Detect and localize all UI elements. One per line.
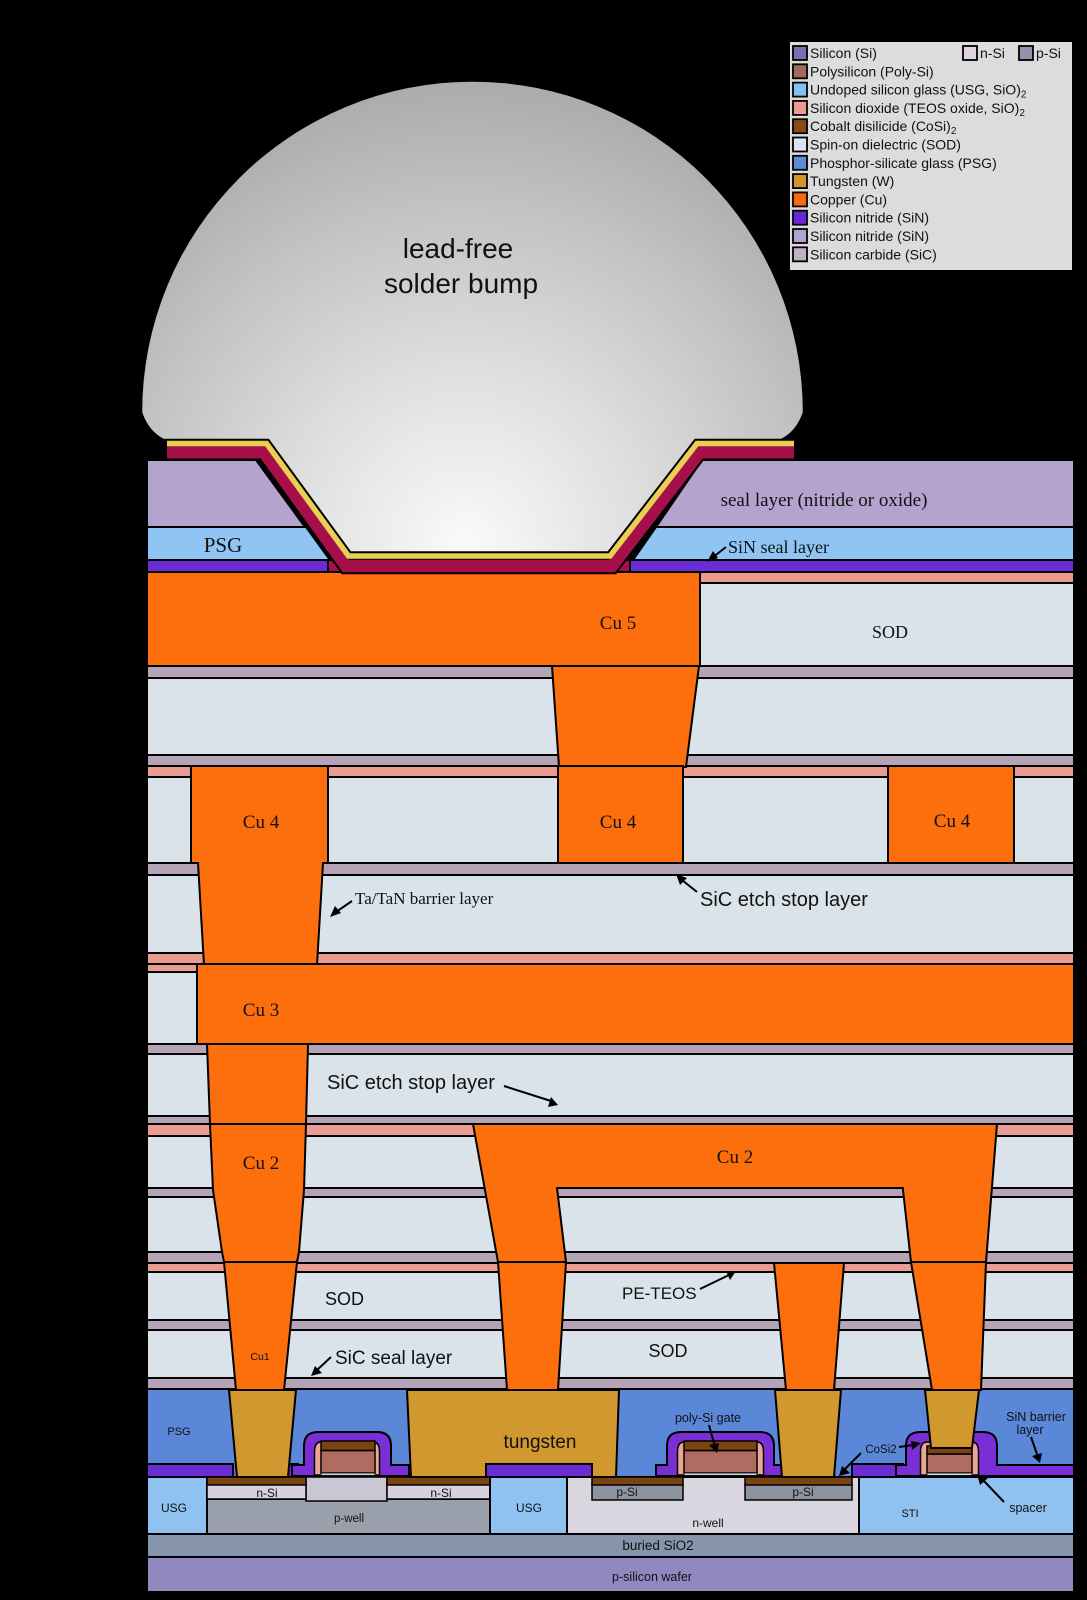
svg-text:p-well: p-well <box>334 1513 364 1525</box>
svg-text:n-well: n-well <box>692 1516 723 1530</box>
svg-text:SOD: SOD <box>648 1341 687 1361</box>
svg-text:SiC etch stop layer: SiC etch stop layer <box>700 889 868 911</box>
svg-text:Cobalt disilicide (CoSi)2: Cobalt disilicide (CoSi)2 <box>810 118 957 137</box>
svg-text:n-Si: n-Si <box>256 1486 277 1500</box>
svg-text:CoSi2: CoSi2 <box>865 1444 896 1456</box>
svg-text:STI: STI <box>901 1508 918 1520</box>
svg-text:Cu1: Cu1 <box>250 1351 269 1363</box>
svg-text:layer: layer <box>1016 1423 1043 1437</box>
svg-text:PE-TEOS: PE-TEOS <box>622 1284 697 1303</box>
svg-text:n-Si: n-Si <box>980 45 1005 61</box>
svg-text:PSG: PSG <box>167 1426 190 1438</box>
svg-text:buried SiO2: buried SiO2 <box>622 1538 693 1553</box>
svg-text:SOD: SOD <box>872 622 908 642</box>
svg-text:solder bump: solder bump <box>384 268 538 299</box>
svg-text:seal layer (nitride or oxide): seal layer (nitride or oxide) <box>721 490 928 511</box>
svg-text:SiC seal layer: SiC seal layer <box>335 1348 453 1369</box>
svg-text:tungsten: tungsten <box>504 1432 577 1453</box>
svg-text:p-Si: p-Si <box>616 1485 637 1499</box>
svg-text:SOD: SOD <box>325 1289 364 1309</box>
svg-text:Silicon (Si): Silicon (Si) <box>810 45 877 61</box>
svg-text:Cu 5: Cu 5 <box>600 613 636 634</box>
svg-text:Tungsten (W): Tungsten (W) <box>810 173 894 189</box>
svg-text:SiN seal layer: SiN seal layer <box>728 537 829 557</box>
svg-text:Cu 2: Cu 2 <box>717 1147 753 1168</box>
svg-text:SiC etch stop layer: SiC etch stop layer <box>327 1072 495 1094</box>
svg-text:Silicon nitride (SiN): Silicon nitride (SiN) <box>810 228 929 244</box>
svg-text:Cu 4: Cu 4 <box>243 812 280 833</box>
svg-text:SiN barrier: SiN barrier <box>1006 1410 1066 1424</box>
svg-text:PSG: PSG <box>204 533 243 557</box>
svg-text:Silicon carbide (SiC): Silicon carbide (SiC) <box>810 246 937 262</box>
svg-text:Cu 4: Cu 4 <box>934 811 971 832</box>
svg-text:lead-free: lead-free <box>403 233 514 264</box>
svg-text:Silicon dioxide (TEOS oxide, S: Silicon dioxide (TEOS oxide, SiO)2 <box>810 100 1025 119</box>
svg-text:spacer: spacer <box>1009 1501 1047 1515</box>
svg-text:USG: USG <box>516 1501 542 1515</box>
svg-text:Phosphor-silicate glass (PSG): Phosphor-silicate glass (PSG) <box>810 155 997 171</box>
svg-text:Cu 2: Cu 2 <box>243 1153 279 1174</box>
svg-text:poly-Si gate: poly-Si gate <box>675 1411 741 1425</box>
svg-text:Polysilicon (Poly-Si): Polysilicon (Poly-Si) <box>810 63 934 79</box>
svg-text:Ta/TaN barrier layer: Ta/TaN barrier layer <box>355 889 494 908</box>
svg-text:Copper (Cu): Copper (Cu) <box>810 191 887 207</box>
svg-text:Spin-on dielectric (SOD): Spin-on dielectric (SOD) <box>810 137 961 153</box>
svg-text:USG: USG <box>161 1501 187 1515</box>
svg-text:n-Si: n-Si <box>430 1486 451 1500</box>
svg-text:Cu 4: Cu 4 <box>600 812 637 833</box>
svg-text:Undoped silicon glass (USG, Si: Undoped silicon glass (USG, SiO)2 <box>810 82 1027 101</box>
svg-text:Silicon nitride (SiN): Silicon nitride (SiN) <box>810 210 929 226</box>
svg-text:Cu 3: Cu 3 <box>243 1000 279 1021</box>
svg-text:p-Si: p-Si <box>792 1485 813 1499</box>
svg-text:p-silicon wafer: p-silicon wafer <box>612 1570 692 1584</box>
svg-text:p-Si: p-Si <box>1036 45 1061 61</box>
